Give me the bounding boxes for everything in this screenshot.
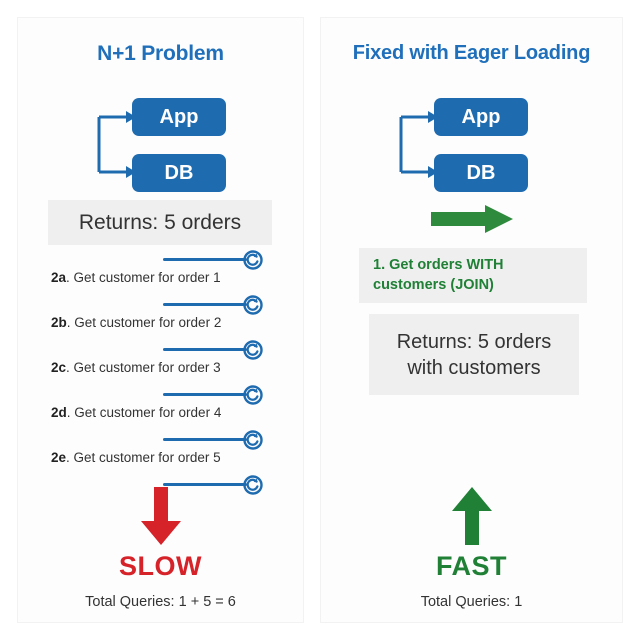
list-item: 2d. Get customer for order 4 [18,385,303,438]
node-db-left[interactable]: DB [132,154,226,192]
query-connector-line [163,393,247,396]
query-text: . Get customer for order 4 [66,405,222,420]
node-db-right[interactable]: DB [434,154,528,192]
join-query-line1: 1. Get orders WITH [373,256,504,273]
page-title-right: Fixed with Eager Loading [352,42,591,64]
query-connector-line [163,483,247,486]
list-item: 2e. Get customer for order 5 [18,430,303,483]
refresh-query-icon [242,474,264,501]
page-title-left: N+1 Problem [97,42,224,65]
list-item: 2a. Get customer for order 1 [18,250,303,303]
returns-right-line2: with customers [407,356,541,379]
outcome-left: SLOW Total Queries: 1 + 5 = 6 [18,485,303,610]
node-app-left[interactable]: App [132,98,226,136]
query-connector-line [163,348,247,351]
query-text: . Get customer for order 2 [66,315,222,330]
query-number: 2a [51,270,67,285]
query-number: 2c [51,360,67,375]
refresh-query-icon [242,249,264,276]
panel-eager-loading: Fixed with Eager Loading App DB 1. Get o… [321,18,622,622]
returns-box-left: Returns: 5 orders [48,200,272,245]
query-text: . Get customer for order 1 [66,270,221,285]
query-text: . Get customer for order 5 [66,450,221,465]
query-label: 2c. Get customer for order 3 [51,360,221,375]
query-connector-line [163,303,247,306]
query-label: 2a. Get customer for order 1 [51,270,221,285]
list-item-trailing [18,475,303,503]
right-arrow-green-icon [321,204,622,239]
branch-arrows-icon [398,106,440,185]
join-query-box: 1. Get orders WITH customers (JOIN) [359,248,587,303]
total-queries-left: Total Queries: 1 + 5 = 6 [85,594,236,610]
outcome-right: FAST Total Queries: 1 [321,485,622,610]
query-label: 2b. Get customer for order 2 [51,315,221,330]
query-label: 2e. Get customer for order 5 [51,450,221,465]
total-queries-right: Total Queries: 1 [420,594,523,610]
query-number: 2b [51,315,67,330]
branch-arrows-icon [96,106,138,185]
refresh-query-icon [242,384,264,411]
returns-right-line1: Returns: 5 orders [396,330,552,353]
query-connector-line [163,438,247,441]
query-connector-line [163,258,247,261]
query-label: 2d. Get customer for order 4 [51,405,221,420]
refresh-query-icon [242,429,264,456]
node-app-right[interactable]: App [434,98,528,136]
down-arrow-red-icon [18,485,303,549]
outcome-word-slow: SLOW [119,551,202,581]
refresh-query-icon [242,294,264,321]
outcome-word-fast: FAST [435,551,507,581]
query-text: . Get customer for order 3 [66,360,221,375]
list-item: 2b. Get customer for order 2 [18,295,303,348]
query-number: 2e [51,450,67,465]
up-arrow-green-icon [321,485,622,549]
list-item: 2c. Get customer for order 3 [18,340,303,393]
refresh-query-icon [242,339,264,366]
query-list: 2a. Get customer for order 1 2b. Get cus… [18,250,303,503]
query-number: 2d [51,405,67,420]
panel-n-plus-one: N+1 Problem App DB Returns: 5 orders [18,18,303,622]
join-query-line2: customers (JOIN) [373,276,494,293]
returns-box-right: Returns: 5 orders with customers [369,314,579,395]
